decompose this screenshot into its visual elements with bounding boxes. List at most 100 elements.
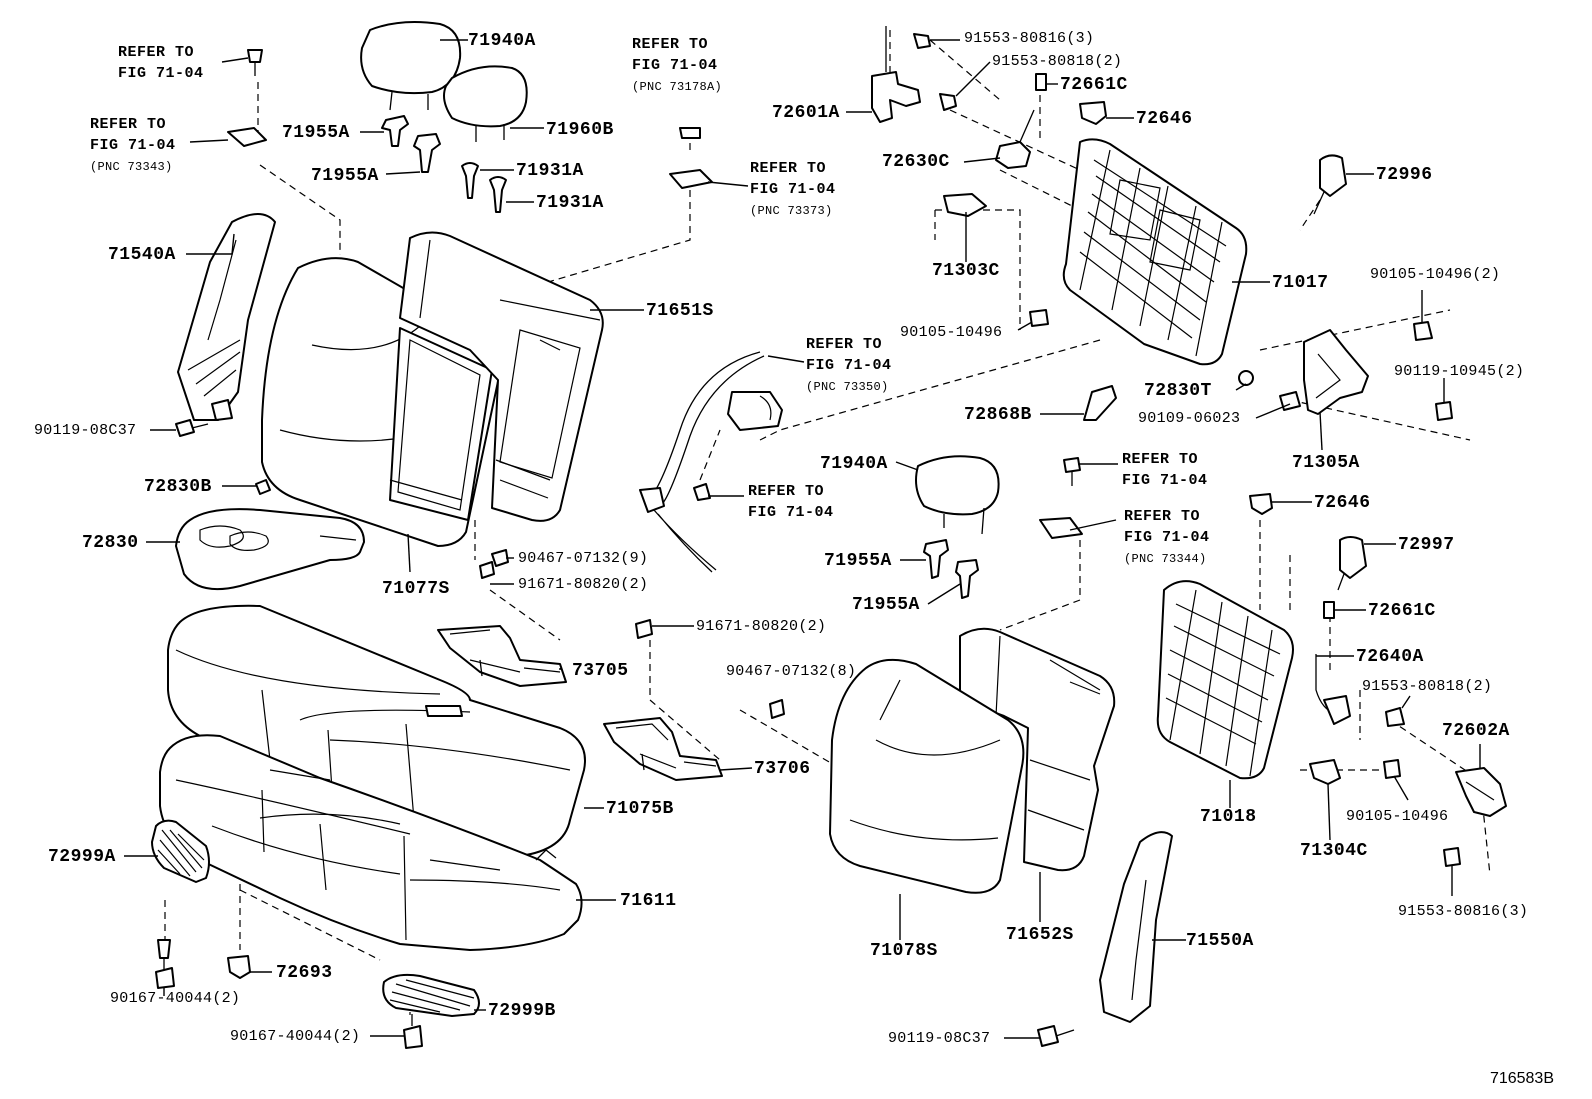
label-90167-40044-a: 90167-40044(2) [110,990,241,1007]
label-71940A-mid: 71940A [820,454,888,474]
refer-text: REFER TO FIG 71-04 [806,336,892,374]
label-71960B: 71960B [546,120,614,140]
cable-72640A [1315,654,1405,727]
clips-mid [1039,457,1367,619]
label-72999B: 72999B [488,1001,556,1021]
label-71550A: 71550A [1186,931,1254,951]
refer-text: REFER TO FIG 71-04 [1122,451,1208,489]
label-72646-mid: 72646 [1314,493,1371,513]
label-91553-80818-2-mid: 91553-80818(2) [1362,678,1493,695]
label-72830B: 72830B [144,477,212,497]
label-90105-10496-mid: 90105-10496 [900,324,1003,341]
seat-cushion-cover-71075B [167,604,586,859]
label-71652S: 71652S [1006,925,1074,945]
seatback-71078S [829,658,1025,894]
bolt-90105-10496-mid [1029,309,1049,327]
headrest-71960B [443,65,528,142]
bracket-72602A [1455,767,1507,817]
pnc-text: (PNC 73178A) [632,80,723,94]
label-90467-07132-8: 90467-07132(8) [726,663,857,680]
label-91553-80816-3-top: 91553-80816(3) [964,30,1095,47]
bracket-71303C [943,193,987,217]
grille-72999A [151,819,210,989]
bracket-71304C [1309,759,1461,867]
label-71303C: 71303C [932,261,1000,281]
clips-top-left [227,49,713,189]
label-71955A-4: 71955A [852,595,920,615]
label-71078S: 71078S [870,941,938,961]
label-72693: 72693 [276,963,333,983]
pnc-text: (PNC 73343) [90,160,173,174]
label-71611: 71611 [620,891,677,911]
refer-block-8: REFER TO FIG 71-04(PNC 73344) [1124,506,1210,570]
refer-block-1: REFER TO FIG 71-04 [118,42,204,84]
label-71077S: 71077S [382,579,450,599]
bracket-71305A [1303,321,1453,421]
label-90167-40044-b: 90167-40044(2) [230,1028,361,1045]
seatback-frame-71018 [1156,580,1294,780]
hinge-73705 [437,549,567,687]
armrest-72830 [175,479,365,591]
seatback-pad-71652S [959,627,1116,872]
label-91553-80818-2-top: 91553-80818(2) [992,53,1123,70]
latch-72630C [995,109,1035,169]
label-71940A-top: 71940A [468,31,536,51]
cover-72868B [1083,385,1117,421]
clip-72646-top [1079,101,1107,125]
label-72601A: 72601A [772,103,840,123]
label-91671-80820-a: 91671-80820(2) [518,576,649,593]
clip-72693 [227,955,251,979]
label-72640A: 72640A [1356,647,1424,667]
side-trim-71550A [1037,831,1173,1047]
label-71931A-1: 71931A [516,161,584,181]
label-72999A: 72999A [48,847,116,867]
label-91671-80820-b: 91671-80820(2) [696,618,827,635]
label-90119-08C37-left: 90119-08C37 [34,422,137,439]
label-71651S: 71651S [646,301,714,321]
label-72661C-top: 72661C [1060,75,1128,95]
refer-text: REFER TO FIG 71-04 [1124,508,1210,546]
label-71018: 71018 [1200,807,1257,827]
label-73706: 73706 [754,759,811,779]
label-72661C-mid: 72661C [1368,601,1436,621]
leader-lines [124,39,1481,1039]
refer-block-7: REFER TO FIG 71-04 [1122,449,1208,491]
label-72830T: 72830T [1144,381,1212,401]
seat-belt-assembly [639,351,783,573]
label-71931A-2: 71931A [536,193,604,213]
label-71305A: 71305A [1292,453,1360,473]
label-90467-07132-9: 90467-07132(9) [518,550,649,567]
label-71955A-1: 71955A [282,123,350,143]
label-72630C: 72630C [882,152,950,172]
seatback-pad-71651S [399,231,604,522]
label-72646-top: 72646 [1136,109,1193,129]
label-90109-06023: 90109-06023 [1138,410,1241,427]
label-90105-10496-2: 90105-10496(2) [1370,266,1501,283]
bracket-72601A [871,26,957,123]
label-72997: 72997 [1398,535,1455,555]
label-72602A: 72602A [1442,721,1510,741]
parts-72830T-90109 [1238,370,1301,411]
refer-block-4: REFER TO FIG 71-04(PNC 73373) [750,158,836,222]
hinge-73706 [603,619,785,781]
label-73705: 73705 [572,661,629,681]
refer-text: REFER TO FIG 71-04 [748,483,834,521]
label-71955A-3: 71955A [824,551,892,571]
label-71955A-2: 71955A [311,166,379,186]
clip-72661C-top [1035,73,1047,91]
label-90119-10945: 90119-10945(2) [1394,363,1525,380]
refer-block-3: REFER TO FIG 71-04(PNC 73178A) [632,34,722,98]
pnc-text: (PNC 73373) [750,204,833,218]
bolt-90119-08C37-left [175,399,233,437]
headrest-guides [381,115,507,213]
label-72996: 72996 [1376,165,1433,185]
label-71075B: 71075B [606,799,674,819]
seatback-frame-71017 [1062,138,1248,366]
pnc-text: (PNC 73350) [806,380,889,394]
label-72868B: 72868B [964,405,1032,425]
side-trim-71540A [177,213,276,421]
label-90119-08C37-low: 90119-08C37 [888,1030,991,1047]
label-72830: 72830 [82,533,139,553]
refer-block-5: REFER TO FIG 71-04 (PNC 73350) [806,334,892,398]
